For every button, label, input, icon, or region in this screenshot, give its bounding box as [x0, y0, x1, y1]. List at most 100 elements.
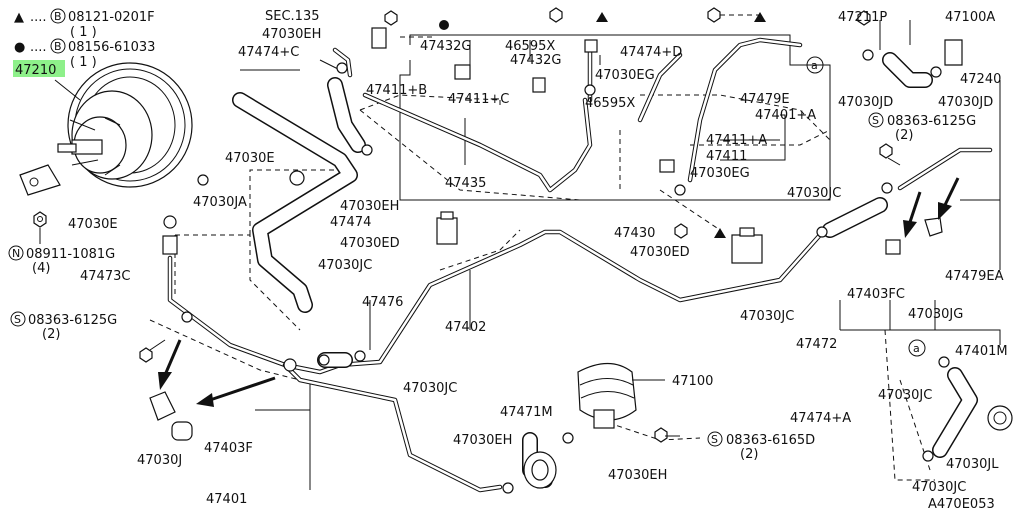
legend-dots: .... [30, 40, 47, 55]
check-valve-47030ED[interactable] [436, 211, 763, 264]
label-47474C[interactable]: 47474+C [238, 45, 299, 60]
leader-lines [240, 20, 1001, 490]
label-47030EG-b[interactable]: 47030EG [690, 166, 750, 181]
s-code-top: S [872, 114, 879, 127]
hose-loop-47471M[interactable] [523, 451, 557, 489]
label-47030JC-e[interactable]: 47030JC [878, 388, 932, 403]
label-47411B[interactable]: 47411+B [366, 83, 427, 98]
label-47474D[interactable]: 47474+D [620, 45, 682, 60]
label-47030JA[interactable]: 47030JA [193, 195, 247, 210]
legend-triangle-symbol: ▲ [14, 10, 24, 25]
label-diagram-id: A470E053 [928, 497, 995, 512]
label-47401A[interactable]: 47401+A [755, 108, 816, 123]
legend-b-code-1: B [54, 10, 62, 23]
legend-part-1: 08121-0201F [68, 10, 155, 25]
label-47403F[interactable]: 47403F [204, 441, 253, 456]
label-47211P[interactable]: 47211P [838, 10, 887, 25]
legend-dot-symbol: ● [14, 40, 25, 55]
legend-b-code-2: B [54, 40, 62, 53]
label-47030ED-a[interactable]: 47030ED [340, 236, 400, 251]
legend-dots: .... [30, 10, 47, 25]
label-08363-bottom-qty: (2) [740, 447, 758, 462]
label-47430[interactable]: 47430 [614, 226, 655, 241]
s-circle-left [10, 311, 26, 327]
label-47473C[interactable]: 47473C [80, 269, 130, 284]
n-code: N [12, 247, 20, 260]
direction-arrows [158, 177, 960, 407]
n-circle [8, 245, 24, 261]
a-code-1: a [811, 59, 818, 72]
label-47030JC-c[interactable]: 47030JC [740, 309, 794, 324]
label-08363-top[interactable]: 08363-6125G [887, 114, 976, 129]
label-08363-left[interactable]: 08363-6125G [28, 313, 117, 328]
label-47030J[interactable]: 47030J [137, 453, 182, 468]
label-47435[interactable]: 47435 [445, 176, 486, 191]
label-47030EH-d[interactable]: 47030EH [608, 468, 667, 483]
label-47030EH-b[interactable]: 47030EH [340, 199, 399, 214]
label-47401M[interactable]: 47401M [955, 344, 1008, 359]
label-booster[interactable]: 47210 [15, 63, 56, 78]
label-47403FC[interactable]: 47403FC [847, 287, 905, 302]
a-code-2: a [913, 342, 920, 355]
label-47030ED-b[interactable]: 47030ED [630, 245, 690, 260]
label-47432G-a[interactable]: 47432G [420, 39, 471, 54]
s-circle-bottom [707, 431, 723, 447]
label-47411[interactable]: 47411 [706, 149, 747, 164]
s-circle-top [868, 112, 884, 128]
markers: a a [439, 12, 926, 357]
label-08363-bottom[interactable]: 08363-6165D [726, 433, 815, 448]
label-47240[interactable]: 47240 [960, 72, 1001, 87]
legend-part-2: 08156-61033 [68, 40, 155, 55]
booster-label-highlight [13, 60, 65, 77]
label-47471M[interactable]: 47471M [500, 405, 553, 420]
reservoir-47100[interactable] [577, 362, 665, 429]
label-47030EG-a[interactable]: 47030EG [595, 68, 655, 83]
label-47476[interactable]: 47476 [362, 295, 403, 310]
label-47100[interactable]: 47100 [672, 374, 713, 389]
label-47030JC-a[interactable]: 47030JC [787, 186, 841, 201]
label-47402[interactable]: 47402 [445, 320, 486, 335]
legend-qty-2: ( 1 ) [70, 55, 97, 70]
label-47030JL[interactable]: 47030JL [946, 457, 999, 472]
label-47030JC-b[interactable]: 47030JC [318, 258, 372, 273]
label-47411A[interactable]: 47411+A [706, 133, 767, 148]
label-08363-top-qty: (2) [895, 128, 913, 143]
label-47100A[interactable]: 47100A [945, 10, 995, 25]
label-47030JC-f[interactable]: 47030JC [912, 480, 966, 495]
label-47472[interactable]: 47472 [796, 337, 837, 352]
label-47432G-b[interactable]: 47432G [510, 53, 561, 68]
label-47411C[interactable]: 47411+C [448, 92, 509, 107]
label-47030E-b[interactable]: 47030E [68, 217, 118, 232]
label-47030JC-d[interactable]: 47030JC [403, 381, 457, 396]
nut-08911[interactable] [33, 211, 47, 228]
brake-pipes[interactable] [167, 37, 993, 493]
label-47030EH-c[interactable]: 47030EH [453, 433, 512, 448]
label-46595X-a[interactable]: 46595X [505, 39, 555, 54]
brake-booster[interactable] [19, 62, 193, 196]
label-47030JG[interactable]: 47030JG [908, 307, 963, 322]
label-47401[interactable]: 47401 [206, 492, 247, 507]
label-08363-left-qty: (2) [42, 327, 60, 342]
label-47474[interactable]: 47474 [330, 215, 371, 230]
legend-b-circle-1 [50, 8, 66, 24]
clamps[interactable] [149, 27, 1013, 494]
label-sec135[interactable]: SEC.135 [265, 9, 320, 24]
legend-qty-1: ( 1 ) [70, 25, 97, 40]
bolts[interactable] [139, 7, 901, 443]
label-08911[interactable]: 08911-1081G [26, 247, 115, 262]
label-47479E[interactable]: 47479E [740, 92, 790, 107]
label-47030JD-a[interactable]: 47030JD [838, 95, 893, 110]
label-47030EH-a[interactable]: 47030EH [262, 27, 321, 42]
label-47030E-a[interactable]: 47030E [225, 151, 275, 166]
legend: ▲ .... B 08121-0201F ( 1 ) ● .... B 0815… [14, 8, 155, 70]
part-labels[interactable]: SEC.135 47030EH 47474+C 47432G 46595X 47… [28, 9, 1008, 512]
legend-b-circle-2 [50, 38, 66, 54]
label-46595X-b[interactable]: 46595X [585, 96, 635, 111]
label-08911-qty: (4) [32, 261, 50, 276]
label-47474A[interactable]: 47474+A [790, 411, 851, 426]
s-code-bottom: S [711, 433, 718, 446]
s-code-left: S [14, 313, 21, 326]
label-47479EA[interactable]: 47479EA [945, 269, 1004, 284]
label-47030JD-b[interactable]: 47030JD [938, 95, 993, 110]
